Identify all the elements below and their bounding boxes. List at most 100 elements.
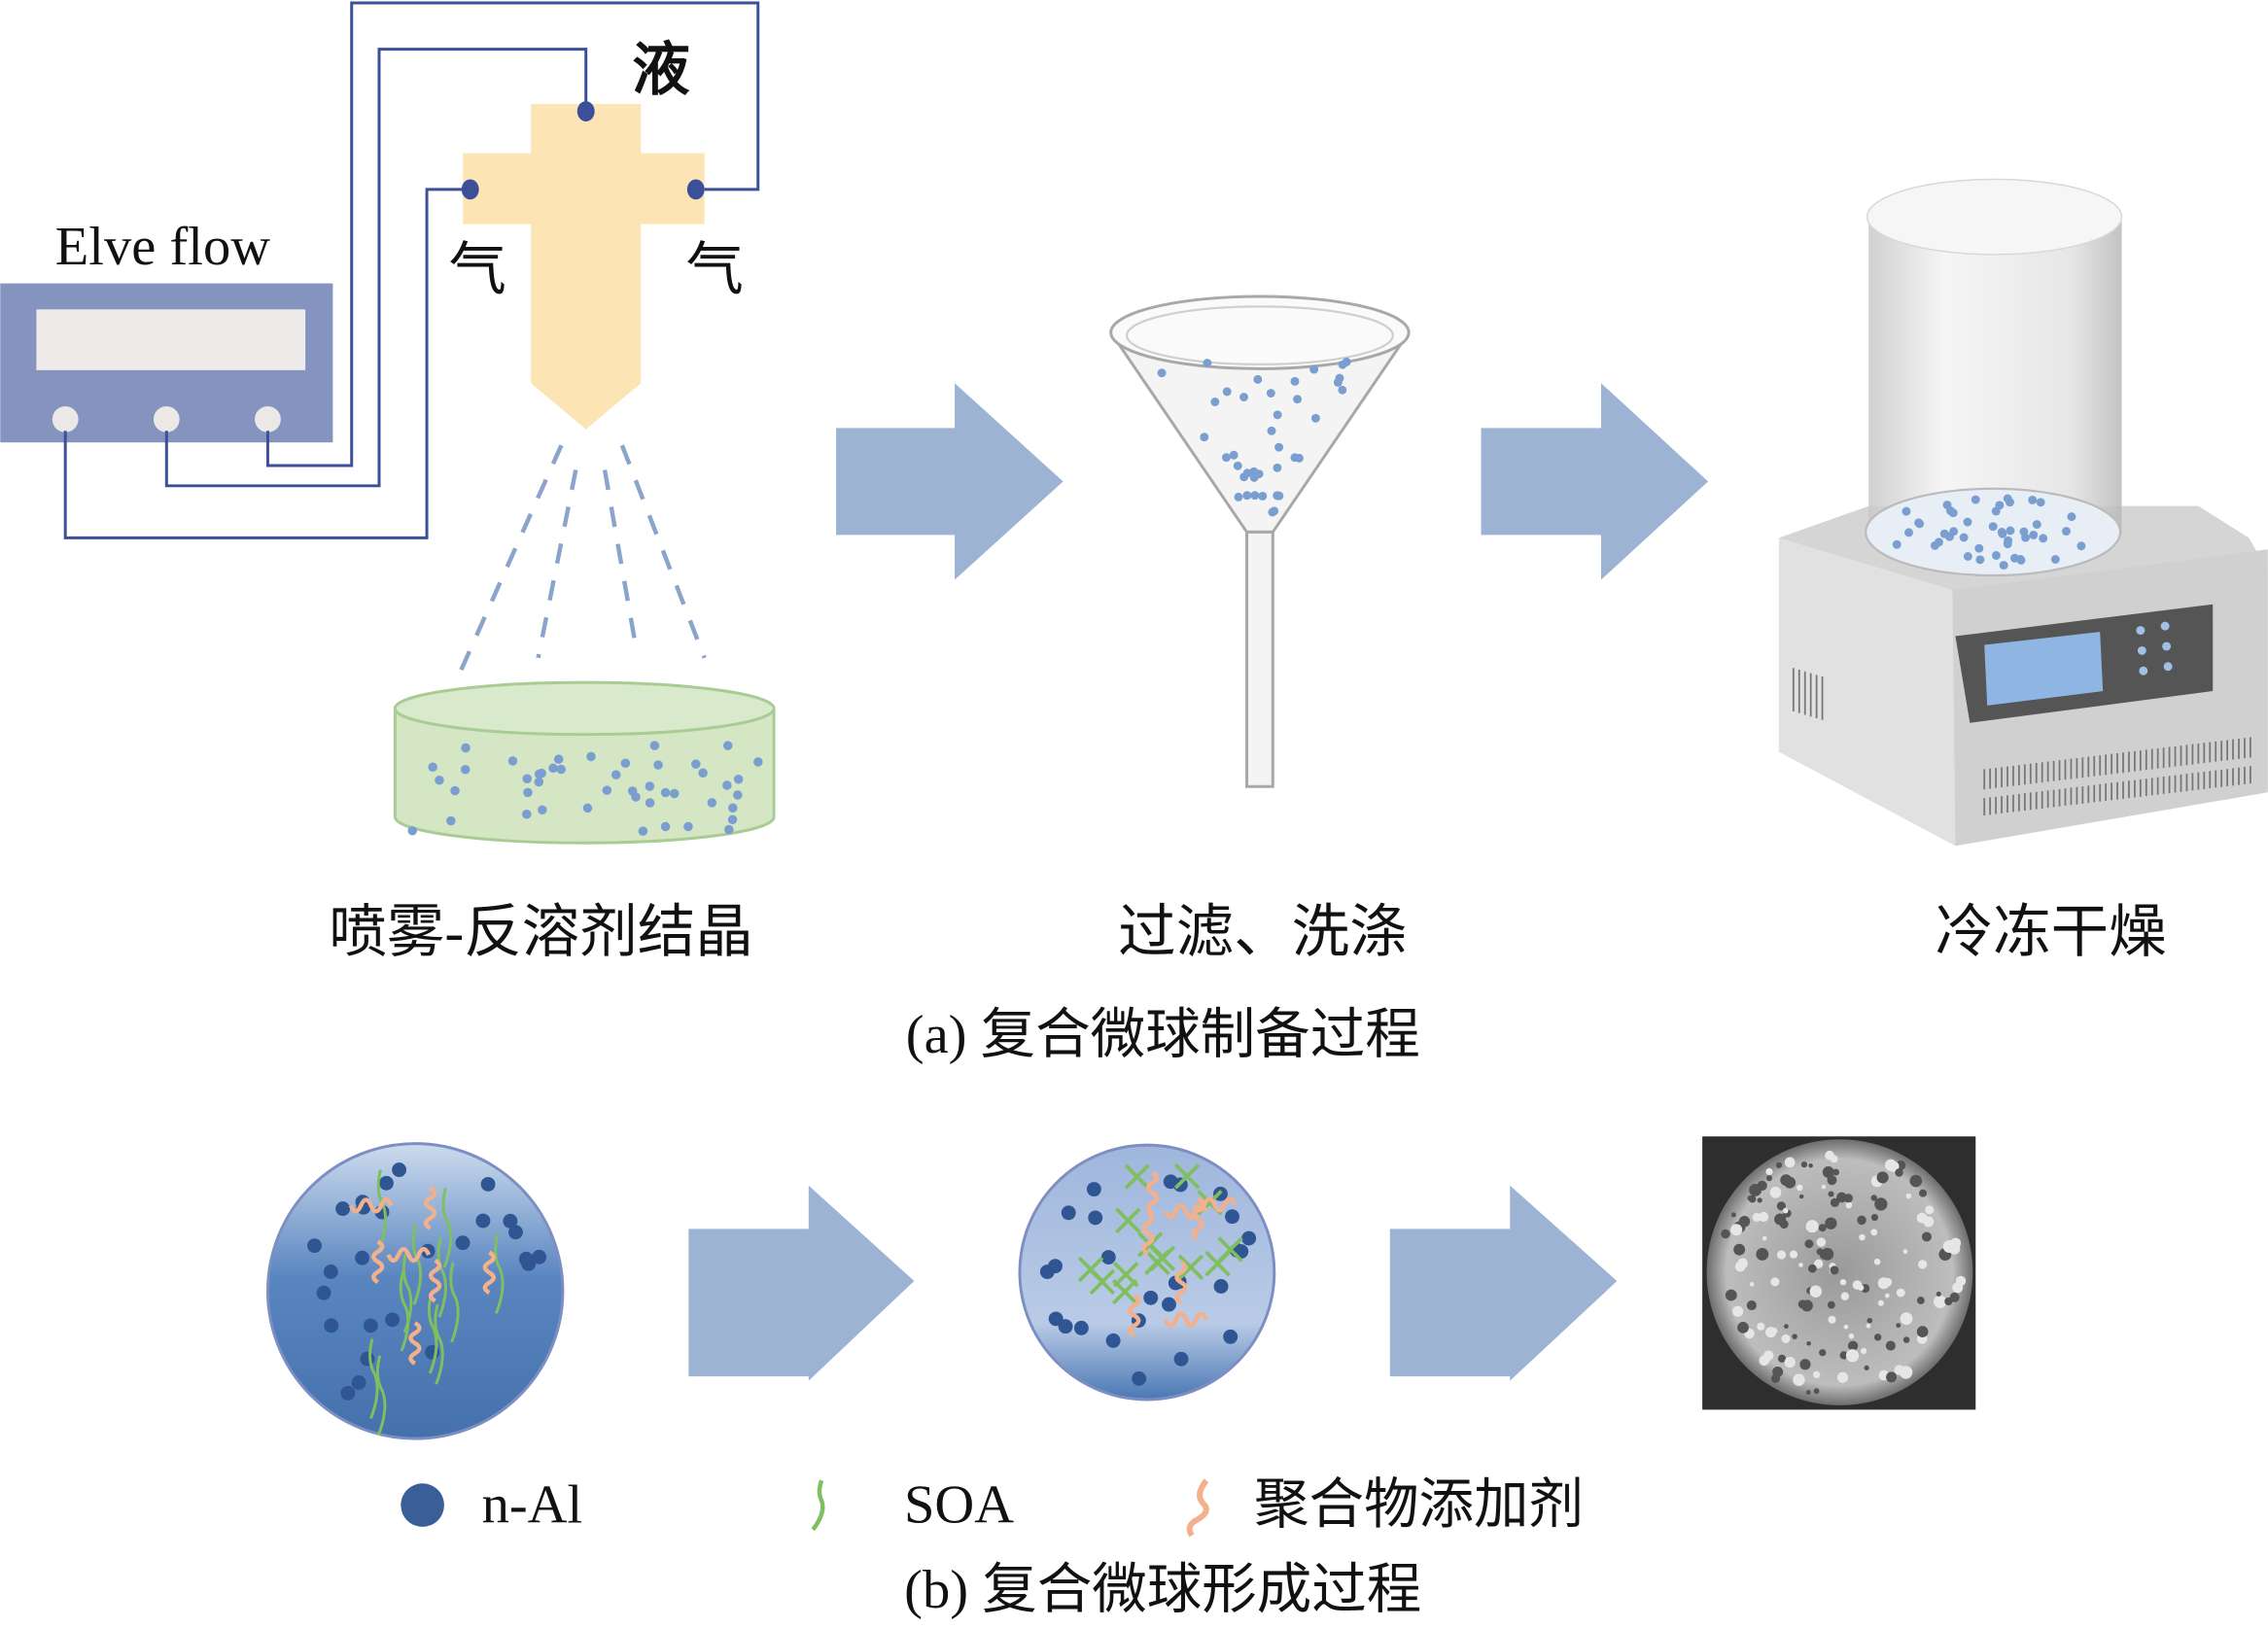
- particle: [1234, 492, 1243, 502]
- antisolvent-dish: [393, 680, 776, 845]
- sem-texture: [1909, 1174, 1923, 1188]
- legend-n-al: n-Al: [482, 1474, 583, 1535]
- tray-particles: [1892, 494, 2086, 571]
- particle: [1995, 501, 2005, 510]
- particle: [534, 777, 544, 787]
- particle: [586, 751, 596, 762]
- n-al-particle: [1173, 1351, 1189, 1367]
- sem-texture: [1730, 1212, 1736, 1218]
- sem-texture: [1793, 1373, 1805, 1386]
- n-al-particle: [324, 1318, 339, 1334]
- inlet-dot: [461, 179, 479, 200]
- particle: [1991, 551, 2001, 560]
- sem-texture: [1845, 1349, 1860, 1363]
- sem-texture: [1832, 1168, 1840, 1176]
- sem-texture: [1902, 1336, 1910, 1343]
- sem-texture: [1830, 1155, 1838, 1163]
- particle: [450, 785, 460, 796]
- sem-texture: [1806, 1340, 1811, 1346]
- device-knob: [52, 406, 79, 433]
- sem-texture: [1900, 1312, 1913, 1326]
- device-label: Elve flow: [55, 217, 270, 277]
- sem-texture: [1916, 1297, 1925, 1304]
- sem-texture: [1895, 1168, 1903, 1177]
- particle: [1904, 528, 1913, 537]
- particle: [435, 776, 444, 785]
- particle: [1942, 501, 1952, 510]
- particle: [733, 775, 744, 784]
- tubing: [63, 1, 760, 539]
- soa-molecule: [368, 1338, 379, 1420]
- particle: [1975, 555, 1985, 565]
- sem-texture: [1822, 1166, 1834, 1178]
- sem-texture: [1933, 1295, 1947, 1308]
- n-al-particle: [323, 1264, 338, 1279]
- sem-texture: [1925, 1205, 1935, 1215]
- sem-texture: [1896, 1323, 1902, 1329]
- particle: [1948, 508, 1958, 518]
- step-spray-label: 喷雾-反溶剂结晶: [329, 900, 752, 964]
- particle: [1963, 517, 1972, 527]
- sem-texture: [1797, 1184, 1803, 1192]
- sem-texture: [1864, 1365, 1869, 1371]
- particle: [728, 803, 738, 814]
- sem-texture: [1721, 1229, 1730, 1239]
- particle: [1997, 528, 2006, 537]
- device-screen: [36, 309, 306, 370]
- soa-molecule: [1111, 1278, 1138, 1305]
- sem-texture: [1886, 1371, 1898, 1383]
- sem-texture: [1812, 1370, 1821, 1379]
- dish-particles: [407, 741, 763, 836]
- n-al-particle: [480, 1176, 496, 1192]
- sem-texture: [1798, 1194, 1804, 1199]
- particle: [1222, 387, 1232, 397]
- particle: [1949, 527, 1959, 537]
- sem-texture: [1885, 1340, 1896, 1351]
- particle: [1335, 373, 1344, 383]
- sem-texture: [1759, 1355, 1770, 1367]
- sem-texture: [1949, 1292, 1960, 1302]
- sem-texture: [1848, 1333, 1855, 1339]
- particle: [1974, 543, 1984, 553]
- sem-texture: [1830, 1197, 1840, 1207]
- polymer-additive: [1128, 1293, 1141, 1338]
- spray-nozzle: [461, 101, 705, 430]
- particle: [1338, 385, 1347, 395]
- polymer-additive-legend-icon: [1186, 1478, 1209, 1538]
- particle: [460, 764, 471, 775]
- particle: [733, 790, 743, 800]
- funnel-particles: [1157, 357, 1351, 517]
- particle: [627, 786, 638, 796]
- particle: [1988, 522, 1998, 532]
- particle: [1290, 453, 1300, 463]
- sem-texture: [1836, 1371, 1849, 1383]
- sem-texture: [1843, 1194, 1853, 1203]
- sem-texture: [1859, 1233, 1866, 1241]
- n-al-legend-icon: [401, 1483, 444, 1527]
- polymer-additive: [371, 1239, 385, 1284]
- particle: [660, 821, 671, 832]
- sem-texture: [1858, 1284, 1865, 1292]
- caption-a: (a) 复合微球制备过程: [906, 1005, 1420, 1065]
- soa-molecule: [376, 1169, 388, 1250]
- sem-texture: [1843, 1324, 1849, 1330]
- sem-texture: [1800, 1160, 1808, 1168]
- sem-texture: [1918, 1189, 1928, 1197]
- particle: [660, 787, 671, 798]
- inlet-dot: [576, 101, 595, 121]
- sem-texture: [1759, 1211, 1769, 1223]
- soa-molecule: [1173, 1163, 1201, 1190]
- sem-texture: [1747, 1195, 1754, 1201]
- polymer-additive: [1163, 1311, 1208, 1328]
- sem-texture: [1805, 1390, 1811, 1395]
- sem-texture: [1870, 1229, 1878, 1236]
- particle: [1250, 491, 1260, 501]
- particle: [1310, 413, 1320, 423]
- particle: [1273, 491, 1282, 501]
- sem-texture: [1765, 1175, 1773, 1182]
- inlet-dot: [686, 179, 705, 200]
- particle: [523, 787, 533, 798]
- sem-texture: [1749, 1184, 1762, 1196]
- particle: [2067, 512, 2076, 522]
- sem-texture: [1757, 1197, 1762, 1203]
